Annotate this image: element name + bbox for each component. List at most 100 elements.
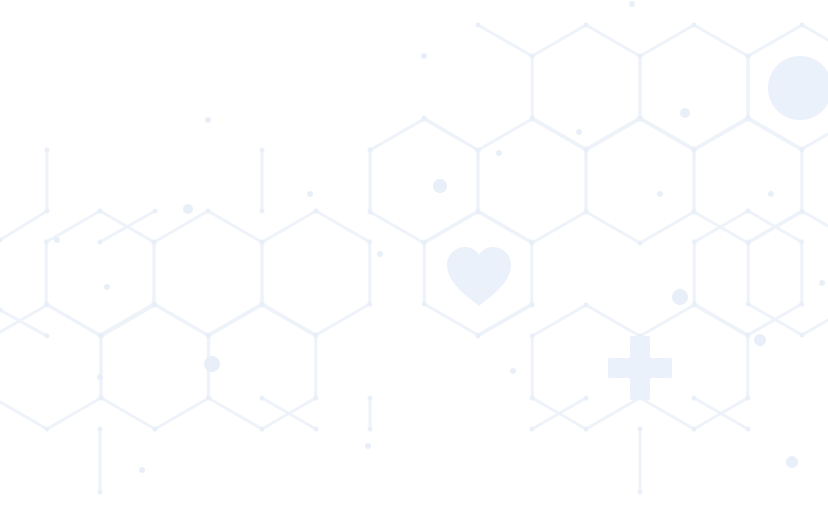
- node-dot: [97, 374, 103, 380]
- hexagon-outline: [206, 303, 318, 431]
- hexagon-outline: [260, 209, 372, 337]
- node-dot: [421, 53, 427, 59]
- node-dot: [691, 395, 697, 401]
- node-dot: [367, 301, 373, 307]
- node-dot: [786, 456, 798, 468]
- node-dot: [205, 208, 211, 214]
- node-dot: [745, 301, 751, 307]
- node-dot: [205, 333, 211, 339]
- node-dot: [421, 301, 427, 307]
- node-dot: [97, 426, 103, 432]
- node-dot: [529, 426, 535, 432]
- node-dot: [313, 395, 319, 401]
- node-dot: [529, 333, 535, 339]
- node-dot: [745, 115, 751, 121]
- node-dot: [367, 208, 373, 214]
- connector-line: [0, 308, 49, 338]
- node-dot: [510, 368, 516, 374]
- node-dot: [637, 489, 643, 495]
- node-dot: [259, 239, 265, 245]
- node-dot: [745, 333, 751, 339]
- connector-line: [476, 303, 534, 338]
- node-dot: [691, 426, 697, 432]
- node-dot: [637, 115, 643, 121]
- hexagon-outline: [0, 303, 103, 431]
- node-dot: [799, 239, 805, 245]
- node-dot: [691, 146, 697, 152]
- node-dot: [44, 426, 50, 432]
- plus-cross-icon: [608, 336, 672, 400]
- connector-line: [260, 396, 318, 431]
- node-dot: [98, 333, 104, 339]
- node-dot: [691, 239, 697, 245]
- heart-icon: [447, 247, 511, 306]
- node-dot: [365, 443, 371, 449]
- node-dot: [583, 209, 589, 215]
- node-dot: [313, 426, 319, 432]
- node-dot: [313, 333, 319, 339]
- node-dot: [151, 239, 157, 245]
- node-dot: [745, 395, 751, 401]
- node-dot: [529, 53, 535, 59]
- node-dot: [768, 191, 774, 197]
- node-dot: [529, 115, 535, 121]
- connector-line: [530, 396, 588, 431]
- node-dot: [745, 208, 751, 214]
- node-dot: [259, 395, 265, 401]
- node-dot: [680, 108, 690, 118]
- node-dot: [691, 302, 697, 308]
- node-dot: [583, 426, 589, 432]
- node-dot: [139, 467, 145, 473]
- node-dot: [205, 395, 211, 401]
- node-dot: [44, 147, 50, 153]
- node-dot: [97, 489, 103, 495]
- hexagon-outline: [530, 23, 642, 151]
- node-dot: [44, 333, 50, 339]
- hexagon-outline: [584, 117, 696, 245]
- node-dot: [0, 307, 3, 313]
- node-dot: [98, 395, 104, 401]
- connector-line: [476, 23, 534, 58]
- node-dot: [629, 1, 635, 7]
- node-dot: [421, 239, 427, 245]
- node-dot: [583, 146, 589, 152]
- node-dot: [672, 289, 688, 305]
- node-dot: [44, 208, 50, 214]
- node-dot: [576, 129, 582, 135]
- node-dot: [691, 209, 697, 215]
- node-dots: [0, 1, 825, 495]
- node-dot: [799, 301, 805, 307]
- node-dot: [529, 239, 535, 245]
- node-dot: [475, 208, 481, 214]
- hexagon-outline: [692, 117, 804, 245]
- connector-line: [422, 116, 480, 152]
- node-dot: [529, 395, 535, 401]
- node-dot: [377, 251, 383, 257]
- node-dot: [745, 53, 751, 59]
- node-dot: [745, 426, 751, 432]
- node-dot: [657, 191, 663, 197]
- node-dot: [799, 332, 805, 338]
- node-dot: [583, 22, 589, 28]
- connector-line: [692, 396, 750, 431]
- connector-line: [0, 209, 49, 242]
- node-dot: [583, 302, 589, 308]
- node-dot: [54, 237, 60, 243]
- node-dot: [799, 22, 805, 28]
- connector-line: [98, 209, 157, 244]
- node-dot: [637, 53, 643, 59]
- node-dot: [367, 239, 373, 245]
- node-dot: [205, 117, 211, 123]
- node-dot: [259, 147, 265, 153]
- circle-badge: [768, 56, 828, 120]
- node-dot: [583, 395, 589, 401]
- node-dot: [754, 334, 766, 346]
- node-dot: [475, 147, 481, 153]
- node-dot: [475, 22, 481, 28]
- node-dot: [637, 240, 643, 246]
- node-dot: [475, 333, 481, 339]
- node-dot: [819, 280, 825, 286]
- node-dot: [204, 356, 220, 372]
- node-dot: [259, 208, 265, 214]
